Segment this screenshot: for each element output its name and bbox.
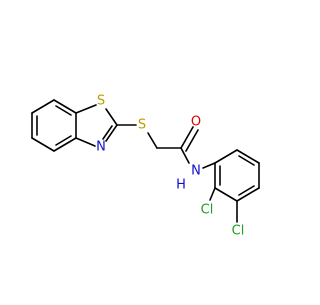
atom-labels: S N S O N H Cl Cl [96, 94, 244, 239]
bond [236, 149, 260, 164]
thiazole-sulfur-label: S [97, 94, 105, 109]
thioether-sulfur-label: S [138, 118, 146, 133]
bond [55, 135, 72, 146]
bond [238, 185, 255, 196]
chlorine-3-label: Cl [232, 224, 245, 239]
bond [209, 187, 216, 201]
thiazole-nitrogen-label: N [96, 140, 106, 155]
bond [180, 147, 190, 164]
bond [202, 162, 216, 169]
bonds [31, 99, 260, 223]
bond [180, 126, 194, 149]
bond [105, 108, 118, 126]
carbonyl-oxygen-label: O [191, 115, 201, 130]
bond [238, 155, 255, 166]
bond [75, 104, 97, 114]
bond [55, 105, 72, 116]
bond [102, 125, 113, 140]
amide-hydrogen-label: H [176, 178, 186, 193]
bond [75, 137, 96, 147]
structure-canvas: S N S O N H Cl Cl [31, 94, 260, 239]
bond [31, 137, 55, 152]
bond [185, 129, 199, 152]
bond [53, 137, 77, 152]
bond [147, 132, 158, 149]
bond [214, 187, 238, 202]
bond [53, 99, 77, 114]
bond [31, 99, 55, 114]
bond [236, 187, 260, 202]
chlorine-2-label: Cl [201, 203, 214, 218]
molecule-structure: S N S O N H Cl Cl [31, 94, 260, 239]
amide-nitrogen-label: N [191, 164, 201, 179]
bond [105, 124, 118, 142]
bond [214, 149, 238, 164]
